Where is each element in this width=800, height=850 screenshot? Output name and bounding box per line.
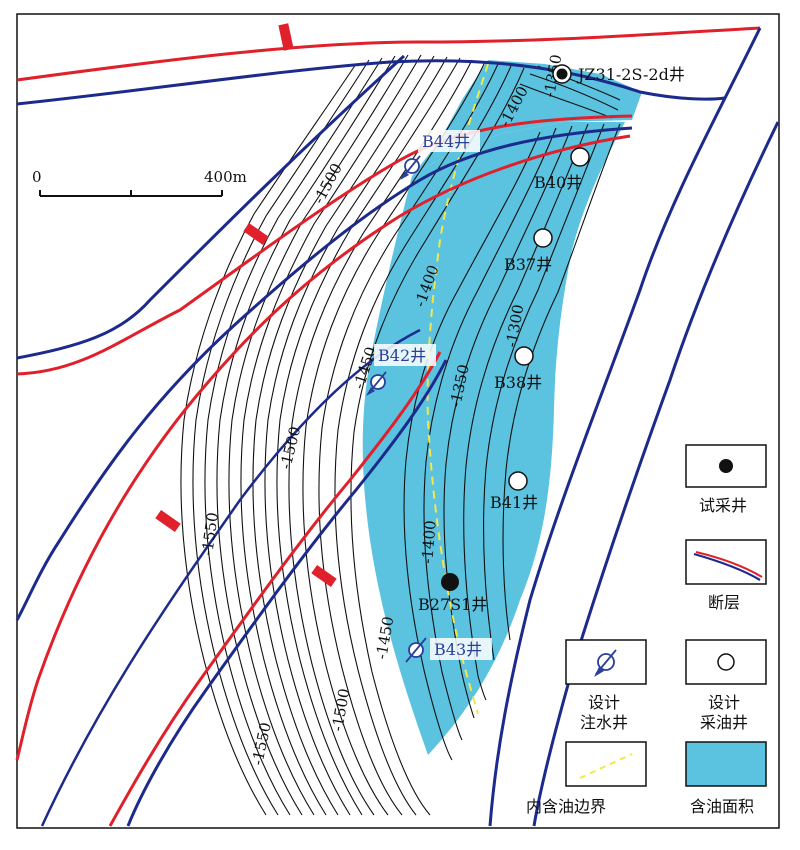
legend-production-well-label-1: 设计: [708, 693, 740, 712]
well-jz31: JZ31-2S-2d井: [552, 64, 685, 84]
well-b41-label: B41井: [490, 493, 538, 512]
injection-well-b42-label: B42井: [378, 346, 426, 365]
legend-inner-boundary-label: 内含油边界: [526, 797, 606, 816]
well-b27s1-label: B27S1井: [418, 595, 487, 614]
contour-lines: [180, 54, 621, 816]
legend-box-inner-boundary: [565, 741, 647, 787]
injection-well-b43: B43井: [405, 637, 492, 663]
well-b38-label: B38井: [494, 373, 542, 392]
contour-label: -1550: [198, 511, 222, 556]
scale-bar-end: 400m: [204, 168, 247, 186]
contour-label: -1400: [418, 520, 440, 565]
trial-well-icon: [719, 459, 733, 473]
injection-well-b44-label: B44井: [422, 132, 470, 151]
well-b38: B38井: [494, 346, 542, 392]
scale-bar-start: 0: [32, 168, 42, 186]
legend: 试采井 断层 设计 注水井 设计 采油井 内含油边界 含油面积: [526, 444, 767, 816]
legend-oil-area-label: 含油面积: [690, 797, 754, 816]
legend-box-oil-area: [685, 741, 767, 787]
injection-well-b44: B44井: [400, 130, 480, 180]
well-b37: B37井: [504, 228, 553, 274]
legend-trial-well-label: 试采井: [699, 496, 747, 515]
scale-bar: 0 400m: [32, 168, 247, 197]
well-b40: B40井: [534, 147, 590, 192]
legend-fault-label: 断层: [708, 593, 740, 612]
well-b41: B41井: [490, 471, 538, 512]
legend-injection-well-label-2: 注水井: [580, 713, 628, 732]
oil-area-upper: [412, 60, 642, 176]
injection-well-b43-label: B43井: [434, 640, 482, 659]
well-b37-label: B37井: [504, 255, 552, 274]
well-b27s1: B27S1井: [418, 573, 487, 614]
inner-boundary-icon: [579, 753, 633, 779]
well-b40-label: B40井: [534, 173, 582, 192]
well-jz31-label: JZ31-2S-2d井: [576, 65, 685, 84]
fault-lines: [15, 23, 780, 827]
oil-area-main: [362, 122, 625, 755]
injection-well-b42: B42井: [366, 344, 436, 396]
legend-production-well-label-2: 采油井: [700, 713, 748, 732]
production-well-icon: [717, 653, 735, 671]
injection-well-icon: [594, 649, 617, 677]
legend-injection-well-label-1: 设计: [588, 693, 620, 712]
fault-icon: [693, 552, 761, 581]
